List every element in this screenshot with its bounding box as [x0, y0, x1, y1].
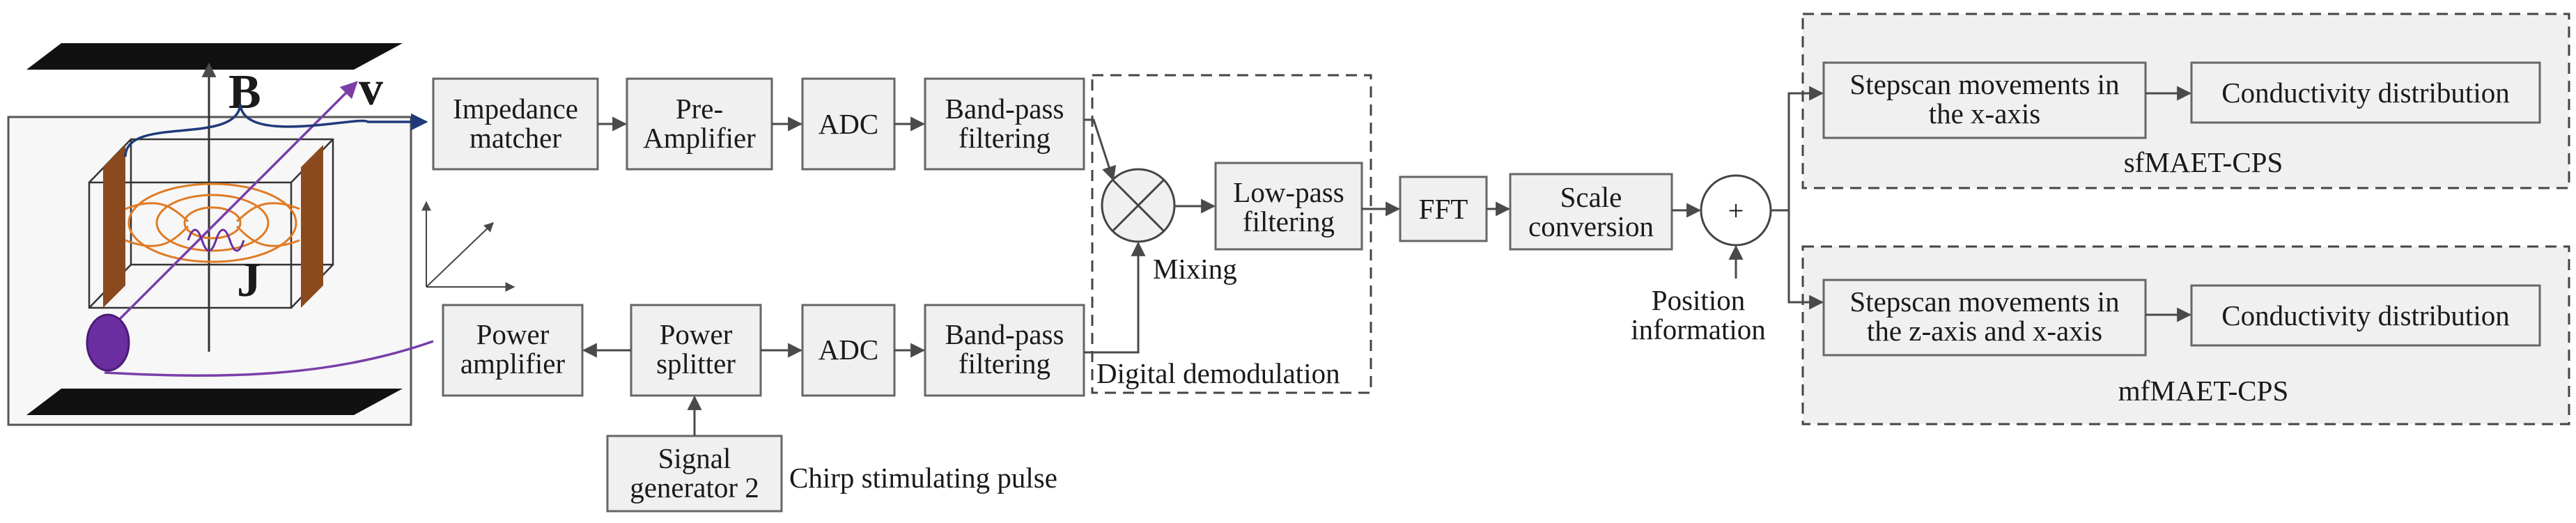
- svg-text:FFT: FFT: [1419, 193, 1468, 225]
- svg-text:filtering: filtering: [1243, 205, 1335, 237]
- position-information-line2: information: [1631, 313, 1766, 345]
- summing-junction: +: [1700, 174, 1772, 247]
- power-amplifier-block: Power amplifier: [442, 304, 584, 397]
- adc-bottom-block: ADC: [801, 304, 896, 397]
- arrow-sum-to-mf: [1787, 210, 1824, 310]
- connectors: [582, 86, 2192, 436]
- magnet-bottom: [26, 389, 403, 415]
- chirp-pulse-label: Chirp stimulating pulse: [789, 462, 1057, 494]
- experimental-setup: B v J: [7, 43, 515, 426]
- svg-text:Stepscan movements in: Stepscan movements in: [1849, 68, 2119, 100]
- svg-text:+: +: [1728, 195, 1744, 226]
- fft-block: FFT: [1399, 175, 1488, 242]
- ultrasound-transducer: [86, 313, 130, 372]
- arrow-bandpass-bottom-to-mixer: [1084, 241, 1146, 354]
- svg-text:generator 2: generator 2: [630, 471, 759, 504]
- mf-stepscan-block: Stepscan movements in the z-axis and x-a…: [1822, 279, 2147, 357]
- svg-text:Stepscan movements in: Stepscan movements in: [1849, 286, 2119, 318]
- mixer-symbol: [1101, 168, 1176, 243]
- svg-text:Amplifier: Amplifier: [643, 122, 756, 154]
- svg-text:Scale: Scale: [1560, 181, 1622, 213]
- svg-text:splitter: splitter: [656, 348, 736, 380]
- scale-conversion-block: Scale conversion: [1509, 173, 1673, 251]
- svg-text:Conductivity distribution: Conductivity distribution: [2221, 77, 2509, 109]
- power-splitter-block: Power splitter: [630, 304, 762, 397]
- signal-generator-block: Signal generator 2: [606, 435, 783, 513]
- adc-top-block: ADC: [801, 77, 896, 171]
- svg-text:amplifier: amplifier: [460, 348, 566, 380]
- svg-text:Power: Power: [660, 318, 733, 350]
- bandpass-top-block: Band-pass filtering: [924, 77, 1085, 171]
- svg-text:filtering: filtering: [959, 348, 1050, 380]
- digital-demodulation-group: [1091, 74, 1372, 394]
- sense-wire: [124, 104, 428, 157]
- svg-text:Power: Power: [476, 318, 550, 350]
- magnet-top: [26, 43, 403, 70]
- drive-wire: [104, 340, 434, 377]
- digital-demodulation-label: Digital demodulation: [1096, 357, 1340, 389]
- svg-text:matcher: matcher: [470, 122, 561, 154]
- svg-text:Signal: Signal: [658, 442, 731, 474]
- svg-text:Pre-: Pre-: [676, 93, 723, 125]
- svg-text:conversion: conversion: [1528, 210, 1654, 242]
- svg-text:Band-pass: Band-pass: [945, 93, 1064, 125]
- bandpass-bottom-block: Band-pass filtering: [924, 304, 1085, 397]
- b-field-symbol: B: [228, 65, 261, 119]
- svg-text:Low-pass: Low-pass: [1233, 176, 1344, 208]
- position-information-line1: Position: [1652, 284, 1745, 316]
- svg-text:Conductivity distribution: Conductivity distribution: [2221, 299, 2509, 331]
- electrode-right: [301, 145, 323, 308]
- current-density-symbol: J: [237, 253, 261, 307]
- svg-text:filtering: filtering: [959, 122, 1050, 154]
- mixing-label: Mixing: [1153, 253, 1237, 285]
- current-field-lines: [125, 182, 300, 263]
- svg-text:ADC: ADC: [818, 108, 879, 140]
- pre-amplifier-block: Pre- Amplifier: [626, 77, 773, 171]
- phantom-block: [88, 138, 334, 309]
- svg-text:Band-pass: Band-pass: [945, 318, 1064, 350]
- sfmaet-label: sfMAET-CPS: [2124, 146, 2283, 178]
- svg-text:Impedance: Impedance: [453, 93, 578, 125]
- arrow-sum-to-sf: [1771, 86, 1824, 212]
- mfmaet-label: mfMAET-CPS: [2118, 375, 2289, 407]
- arrow-bandpass-to-mixer: [1084, 118, 1117, 181]
- sf-stepscan-block: Stepscan movements in the x-axis: [1822, 61, 2147, 139]
- velocity-symbol: v: [359, 62, 383, 116]
- mf-conductivity-block: Conductivity distribution: [2190, 284, 2541, 347]
- impedance-matcher-block: Impedance matcher: [432, 77, 599, 171]
- svg-text:the x-axis: the x-axis: [1929, 97, 2041, 130]
- electrode-left: [103, 145, 125, 308]
- coordinate-axes-icon: [421, 201, 515, 292]
- svg-text:ADC: ADC: [818, 334, 879, 366]
- lowpass-block: Low-pass filtering: [1214, 162, 1363, 251]
- svg-text:the z-axis and x-axis: the z-axis and x-axis: [1867, 315, 2102, 347]
- sf-conductivity-block: Conductivity distribution: [2190, 61, 2541, 124]
- coil: [187, 228, 245, 252]
